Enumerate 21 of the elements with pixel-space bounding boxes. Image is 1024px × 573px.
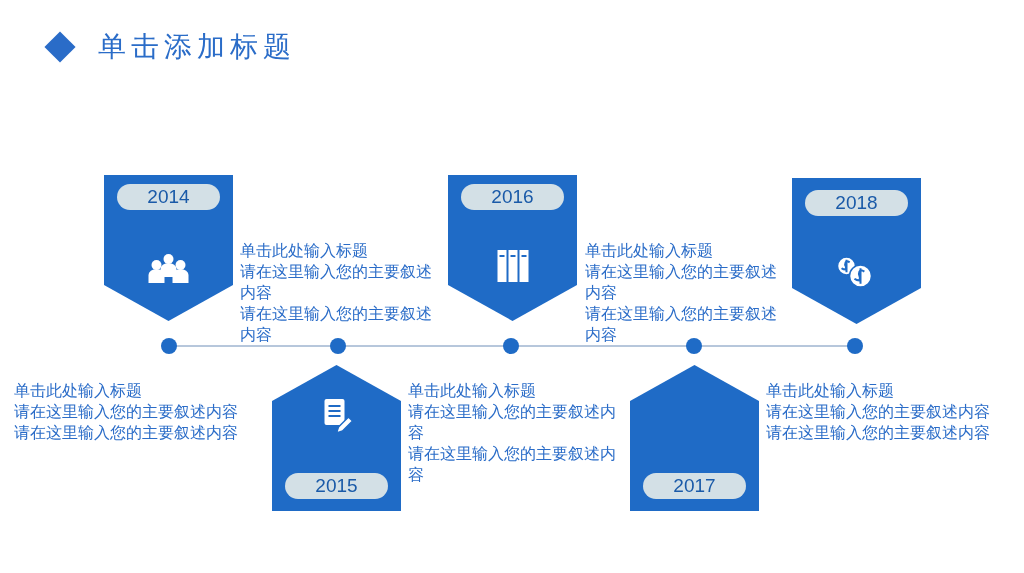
item-heading: 单击此处输入标题 <box>14 380 143 401</box>
item-description: 请在这里输入您的主要叙述内容 <box>408 443 617 485</box>
item-description: 请在这里输入您的主要叙述内容 <box>14 422 239 443</box>
item-description: 请在这里输入您的主要叙述内容 <box>408 401 617 443</box>
item-heading: 单击此处输入标题 <box>240 240 369 261</box>
item-heading: 单击此处输入标题 <box>408 380 537 401</box>
item-description: 请在这里输入您的主要叙述内容 <box>240 303 433 345</box>
year-pill: 2017 <box>643 473 746 499</box>
title: 单击添加标题 <box>98 29 296 65</box>
item-description: 请在这里输入您的主要叙述内容 <box>766 422 991 443</box>
item-description: 请在这里输入您的主要叙述内容 <box>14 401 239 422</box>
year-pill: 2016 <box>461 184 564 210</box>
item-description: 请在这里输入您的主要叙述内容 <box>766 401 991 422</box>
item-heading: 单击此处输入标题 <box>585 240 714 261</box>
item-description: 请在这里输入您的主要叙述内容 <box>585 303 778 345</box>
year-pill: 2015 <box>285 473 388 499</box>
item-heading: 单击此处输入标题 <box>766 380 895 401</box>
year-pill: 2018 <box>805 190 908 216</box>
year-pill: 2014 <box>117 184 220 210</box>
item-description: 请在这里输入您的主要叙述内容 <box>585 261 778 303</box>
item-description: 请在这里输入您的主要叙述内容 <box>240 261 433 303</box>
